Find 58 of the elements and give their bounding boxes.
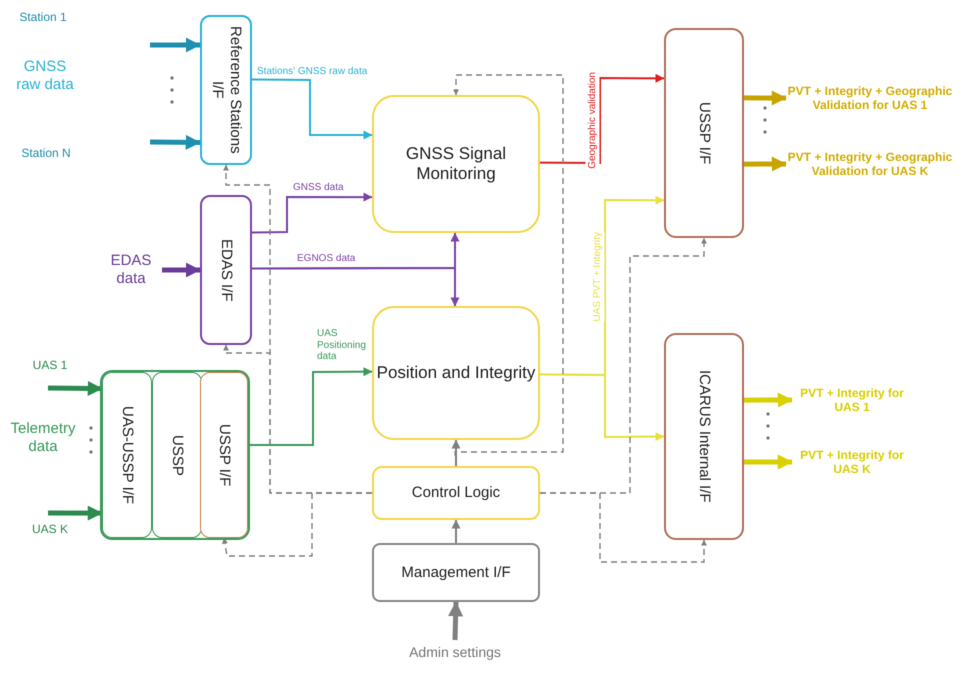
service-box [152,372,202,538]
uas-group-box [100,370,250,540]
box-label: USSP I/F [695,102,713,164]
output-label: PVT + Integrity + Geographic Validation for UAS K [786,140,954,188]
process-box [372,543,540,602]
dashed-control-line [222,492,372,557]
interface-box [200,372,248,538]
edge-label: UAS PVT + Integrity [591,232,604,322]
arrow [162,262,201,278]
box-label: ICARUS Internal I/F [695,370,713,503]
box-label: USSP [168,434,186,476]
output-label: PVT + Integrity + Geographic Validation for UAS 1 [786,74,954,122]
uas-label: UAS 1 [32,358,68,372]
box-label: GNSS Signal Monitoring [404,144,508,184]
box-label: EDAS I/F [217,238,235,302]
arrow [540,373,664,442]
interface-box [664,333,744,540]
edge-label: EGNOS data [296,253,356,264]
process-box [372,95,540,233]
uas-label: UAS K [30,522,69,536]
output-label: PVT + Integrity for UAS 1 [792,383,912,417]
arrow [744,90,787,106]
arrow [452,440,460,466]
output-label: PVT + Integrity for UAS K [792,445,912,479]
input-label: GNSS raw data [15,58,75,94]
process-box [372,306,540,440]
box-label: Management I/F [401,564,511,582]
box-label: USSP I/F [215,424,233,486]
interface-box [200,195,252,345]
input-label: Admin settings [380,640,530,664]
box-label: Position and Integrity [376,362,536,384]
interface-box [102,372,152,538]
edge-label: Stations' GNSS raw data [256,66,368,78]
interface-box [200,15,252,165]
arrow [150,134,201,150]
box-label: Control Logic [412,484,500,502]
interface-box [664,28,744,238]
arrow [252,192,372,234]
arrow [744,156,787,172]
arrow [540,74,664,164]
arrow [248,367,372,446]
arrow [448,601,464,640]
arrow [252,78,372,140]
edge-label: GNSS data [292,182,345,194]
box-label: UAS-USSP I/F [118,406,136,504]
process-box [372,466,540,520]
arrow [452,520,460,543]
edge-label: Geographic validation [586,72,600,169]
input-label: EDAS data [100,250,162,290]
arrow [744,454,793,470]
station-label: Station 1 [18,10,68,24]
arrow [252,267,460,306]
box-label: Reference Stations I/F [208,25,244,156]
station-label: Station N [20,146,72,160]
input-label: Telemetry data [9,420,77,456]
arrow [744,392,793,408]
arrow [150,38,201,52]
dashed-control-line [540,492,707,563]
